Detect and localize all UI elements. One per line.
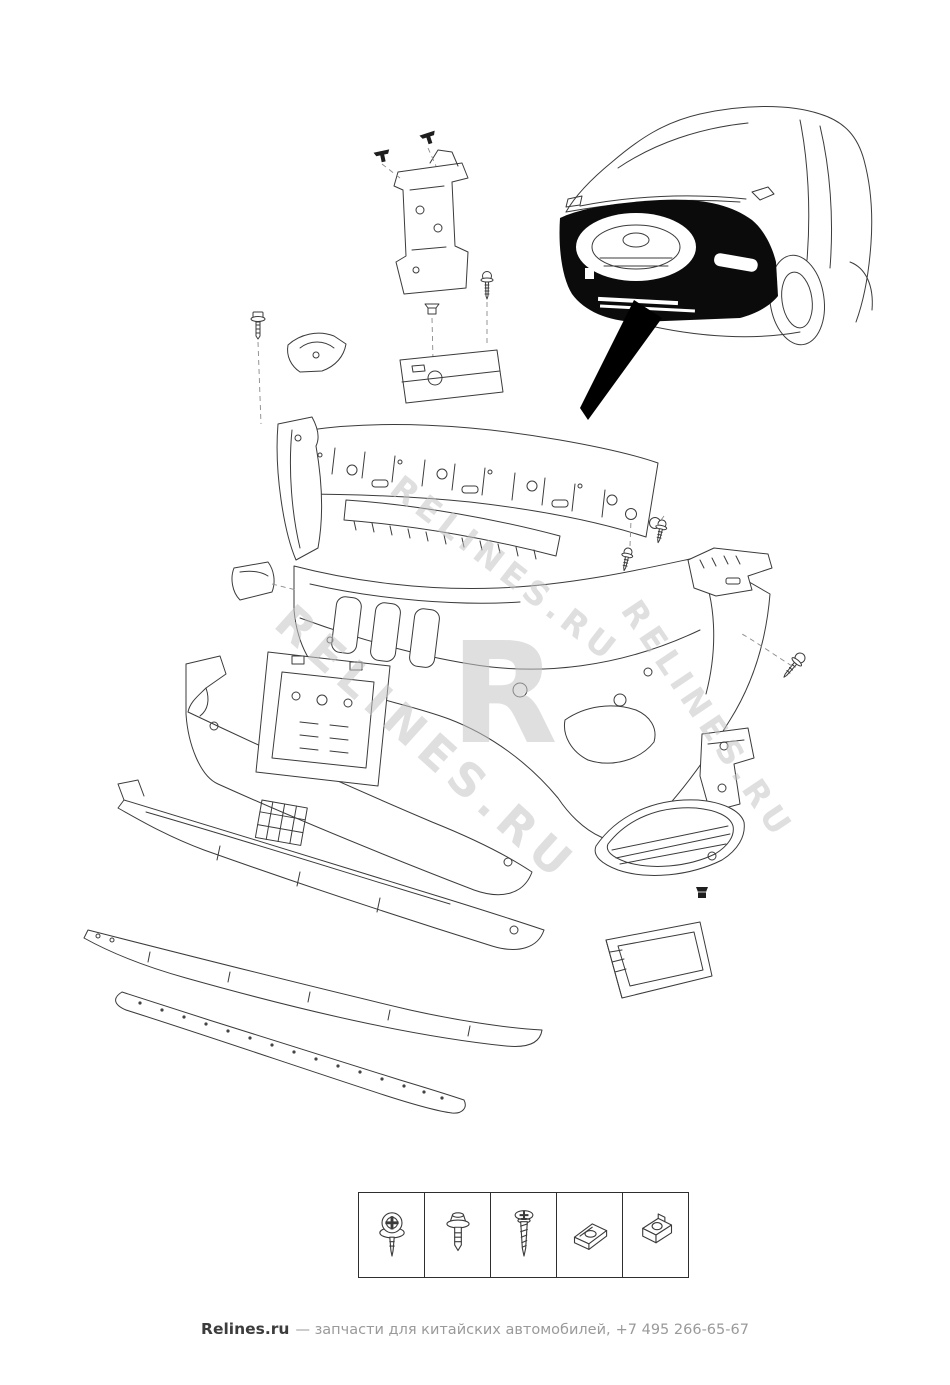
bumper-screw-fastener bbox=[783, 652, 806, 678]
footer: Relines.ru — запчасти для китайских автом… bbox=[0, 1320, 950, 1338]
bumper-side-cap bbox=[276, 416, 323, 561]
self-tapping-screw-icon bbox=[514, 1210, 533, 1257]
license-plate-bracket bbox=[255, 651, 391, 787]
screw-fastener bbox=[480, 271, 494, 300]
front-lip bbox=[117, 779, 545, 950]
vehicle-emblem bbox=[622, 232, 650, 248]
legend-cell-u-clip-nut bbox=[557, 1193, 623, 1277]
upper-grille-bracket bbox=[687, 547, 773, 597]
push-clip-fastener bbox=[373, 149, 390, 163]
legend-cell-phillips-flange-screw bbox=[359, 1193, 425, 1277]
pointer-arrow bbox=[580, 300, 662, 420]
vehicle-illustration bbox=[559, 106, 873, 346]
shield-corner-screw bbox=[621, 547, 634, 572]
bolt-fastener bbox=[250, 311, 266, 340]
fastener-clip bbox=[696, 887, 708, 898]
cage-clip-nut-icon bbox=[641, 1213, 672, 1244]
tow-hook-cover bbox=[231, 561, 275, 601]
hex-flange-bolt-icon bbox=[445, 1212, 470, 1252]
watermark-letter: R bbox=[450, 613, 558, 776]
fog-lamp-bracket bbox=[699, 727, 755, 813]
exploded-diagram: RELINES.RU RELINES.RU R RELINES.RU bbox=[83, 106, 873, 1114]
side-grille-insert bbox=[594, 799, 745, 876]
legend-cell-cage-clip-nut bbox=[623, 1193, 688, 1277]
headlight-bracket bbox=[287, 332, 347, 373]
grille-mesh-strip bbox=[343, 499, 561, 560]
phillips-flange-screw-icon bbox=[378, 1212, 405, 1257]
footer-brand-link[interactable]: Relines.ru bbox=[201, 1320, 290, 1338]
legend-cell-hex-flange-bolt bbox=[425, 1193, 491, 1277]
u-clip-nut-icon bbox=[573, 1223, 607, 1250]
legend-cell-self-tapping-screw bbox=[491, 1193, 557, 1277]
footer-phone: +7 495 266-65-67 bbox=[615, 1322, 749, 1338]
fastener-legend bbox=[358, 1192, 689, 1278]
bumper-mount-bracket bbox=[393, 149, 469, 295]
lower-trim-strip bbox=[83, 929, 543, 1047]
chrome-strip bbox=[115, 991, 466, 1114]
front-shield-panel bbox=[293, 424, 661, 538]
footer-tagline: — запчасти для китайских автомобилей, bbox=[295, 1322, 611, 1338]
grommet-clip-fastener bbox=[424, 303, 440, 315]
vehicle-headlight bbox=[714, 253, 758, 272]
shield-corner-screw bbox=[655, 519, 668, 544]
lower-valance bbox=[185, 655, 533, 896]
radiator-cover-panel bbox=[399, 349, 504, 404]
fog-light-bezel bbox=[605, 921, 713, 999]
front-bumper-cover bbox=[293, 555, 771, 841]
push-clip-fastener bbox=[419, 130, 435, 145]
